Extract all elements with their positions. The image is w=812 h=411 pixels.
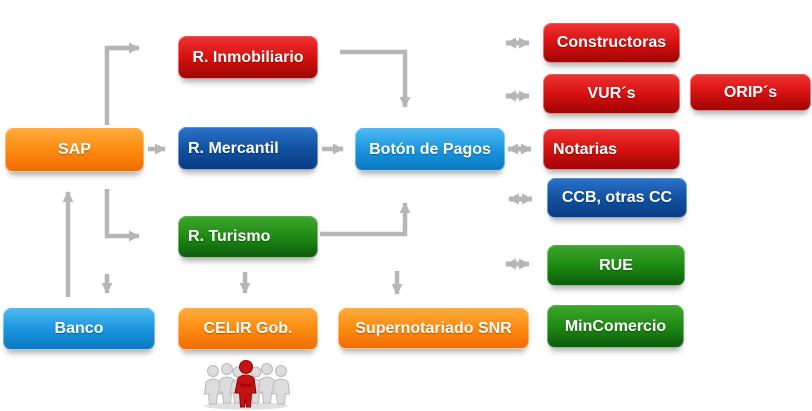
node-celir-gob: CELIR Gob. <box>178 308 318 350</box>
arrow-turismo-to-boton <box>320 202 411 237</box>
node-r-inmobiliario: R. Inmobiliario <box>178 36 318 79</box>
node-boton-de-pagos: Botón de Pagos <box>355 128 505 171</box>
node-r-mercantil: R. Mercantil <box>178 127 318 170</box>
node-mincomercio: MinComercio <box>547 305 684 348</box>
node-notarias: Notarias <box>543 129 680 170</box>
node-orips: ORIP´s <box>690 74 811 111</box>
node-rue: RUE <box>547 245 685 286</box>
people-group-icon <box>203 360 291 410</box>
node-sap: SAP <box>5 128 144 172</box>
node-constructoras: Constructoras <box>543 23 680 63</box>
node-supernotariado-snr: Supernotariado SNR <box>338 308 529 349</box>
node-banco: Banco <box>3 308 155 350</box>
arrow-sap-to-turismo <box>104 189 140 242</box>
arrow-inmobiliario-to-boton <box>340 49 411 108</box>
node-r-turismo: R. Turismo <box>178 216 318 258</box>
node-vurs: VUR´s <box>543 74 680 114</box>
node-ccb-otras-cc: CCB, otras CC <box>547 178 687 218</box>
arrow-sap-to-inmobiliario <box>104 42 140 125</box>
